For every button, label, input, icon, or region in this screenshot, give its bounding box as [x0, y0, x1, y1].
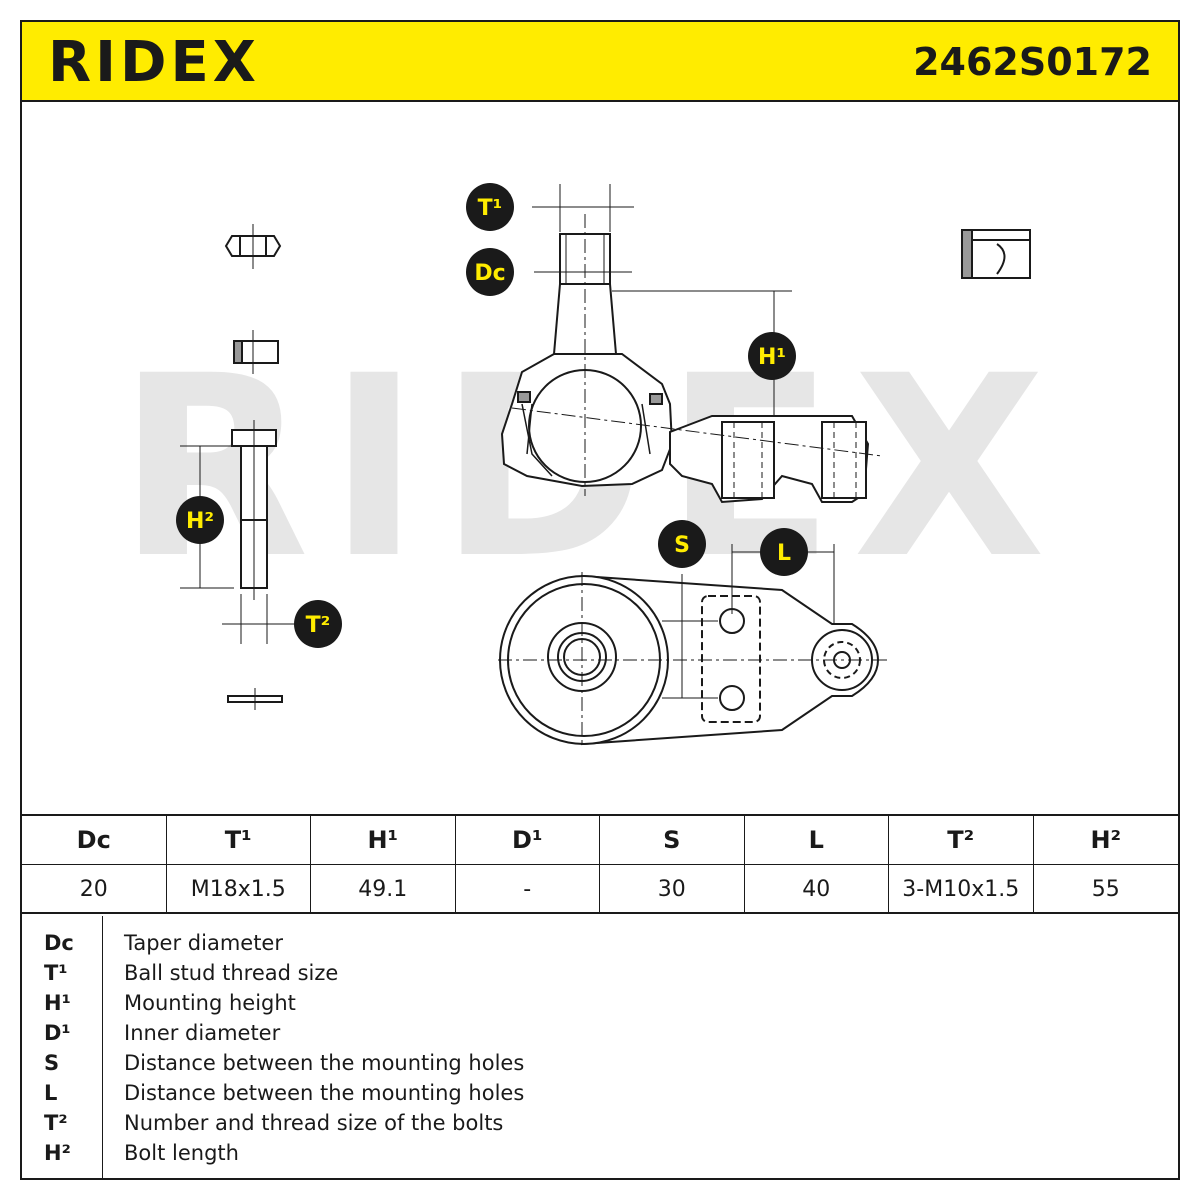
- lock-nut-icon: [233, 330, 279, 374]
- spec-value-l: 40: [745, 865, 889, 914]
- legend-desc: Inner diameter: [124, 1021, 281, 1045]
- brand-logo: RIDEX: [48, 30, 260, 95]
- spec-header-h1: H¹: [311, 816, 456, 865]
- legend-item: T² Number and thread size of the bolts: [22, 1108, 1178, 1138]
- legend-desc: Mounting height: [124, 991, 296, 1015]
- legend: Dc Taper diameter T¹ Ball stud thread si…: [22, 916, 1178, 1178]
- castle-nut-icon: [961, 229, 1031, 279]
- legend-item: D¹ Inner diameter: [22, 1018, 1178, 1048]
- spec-value-s: 30: [600, 865, 745, 914]
- spec-table: Dc T¹ H¹ D¹ S L T² H² 20 M18x1.5 49.1 - …: [22, 814, 1178, 914]
- legend-desc: Distance between the mounting holes: [124, 1081, 525, 1105]
- svg-text:T¹: T¹: [478, 196, 503, 221]
- product-sheet: RIDEX 2462S0172 RIDEX: [20, 20, 1180, 1180]
- spec-header-t1: T¹: [166, 816, 311, 865]
- svg-text:H¹: H¹: [758, 345, 786, 370]
- ball-joint-side-view: [500, 214, 883, 504]
- washer-icon: [227, 688, 283, 710]
- legend-desc: Number and thread size of the bolts: [124, 1111, 504, 1135]
- legend-code: S: [44, 1051, 60, 1075]
- svg-text:T²: T²: [306, 613, 331, 638]
- badge-s: S: [658, 520, 706, 568]
- spec-header-s: S: [600, 816, 745, 865]
- bolt-icon: [231, 420, 277, 600]
- technical-drawing: RIDEX: [22, 104, 1178, 814]
- svg-text:Dc: Dc: [474, 261, 505, 286]
- spec-value-dc: 20: [22, 865, 167, 914]
- spec-header-d1: D¹: [455, 816, 600, 865]
- spec-value-h1: 49.1: [311, 865, 456, 914]
- legend-desc: Distance between the mounting holes: [124, 1051, 525, 1075]
- spec-header-t2: T²: [889, 816, 1034, 865]
- badge-t1: T¹: [466, 183, 514, 231]
- legend-desc: Bolt length: [124, 1141, 239, 1165]
- legend-code: T¹: [44, 961, 68, 985]
- svg-text:S: S: [674, 533, 690, 558]
- legend-code: Dc: [44, 931, 74, 955]
- spec-value-t1: M18x1.5: [167, 865, 311, 914]
- legend-desc: Taper diameter: [124, 931, 283, 955]
- spec-value-h2: 55: [1091, 877, 1120, 902]
- legend-item: T¹ Ball stud thread size: [22, 958, 1178, 988]
- badge-t2: T²: [294, 600, 342, 648]
- spec-header-h2: H²: [1033, 816, 1178, 865]
- legend-code: T²: [44, 1111, 68, 1135]
- legend-item: Dc Taper diameter: [22, 928, 1178, 958]
- part-number: 2462S0172: [913, 40, 1152, 84]
- spec-value-t2: 3-M10x1.5: [889, 865, 1034, 914]
- legend-divider: [102, 916, 103, 1178]
- legend-code: L: [44, 1081, 58, 1105]
- legend-item: L Distance between the mounting holes: [22, 1078, 1178, 1108]
- legend-desc: Ball stud thread size: [124, 961, 339, 985]
- legend-code: D¹: [44, 1021, 71, 1045]
- spec-header-dc: Dc: [22, 816, 167, 865]
- badge-h2: H²: [176, 496, 224, 544]
- badge-l: L: [760, 528, 808, 576]
- badge-h1: H¹: [748, 332, 796, 380]
- hex-nut-top-icon: [224, 224, 282, 269]
- spec-header-l: L: [744, 816, 889, 865]
- legend-code: H¹: [44, 991, 71, 1015]
- legend-item: H¹ Mounting height: [22, 988, 1178, 1018]
- header-bar: RIDEX 2462S0172: [22, 22, 1178, 102]
- spec-value-d1: -: [456, 865, 600, 914]
- svg-text:H²: H²: [186, 509, 214, 534]
- legend-code: H²: [44, 1141, 71, 1165]
- legend-item: S Distance between the mounting holes: [22, 1048, 1178, 1078]
- legend-item: H² Bolt length: [22, 1138, 1178, 1168]
- ball-joint-top-view: [498, 572, 890, 746]
- svg-text:L: L: [777, 541, 791, 566]
- drawing-canvas: RIDEX: [117, 183, 1046, 746]
- badge-dc: Dc: [466, 248, 514, 296]
